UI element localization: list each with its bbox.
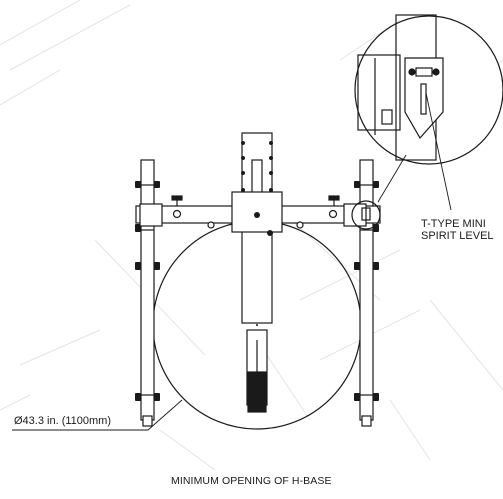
post-knobs xyxy=(135,181,379,401)
crossbar xyxy=(135,203,381,229)
level-marker xyxy=(351,200,381,230)
left-post xyxy=(140,159,155,427)
level-detail-callout xyxy=(354,14,503,165)
column-holes xyxy=(241,141,273,326)
diameter-dimension-label: Ø43.3 in. (1100mm) xyxy=(14,415,112,427)
clamp-handles xyxy=(171,195,340,206)
level-callout-line1: T-TYPE MINI xyxy=(421,218,486,230)
level-callout-label: T-TYPE MINI SPIRIT LEVEL xyxy=(421,218,494,242)
leader-lines xyxy=(12,92,452,431)
drawing-caption: MINIMUM OPENING OF H-BASE xyxy=(171,475,332,487)
center-column xyxy=(231,132,283,413)
level-callout-line2: SPIRIT LEVEL xyxy=(421,230,494,242)
right-post xyxy=(359,159,374,427)
